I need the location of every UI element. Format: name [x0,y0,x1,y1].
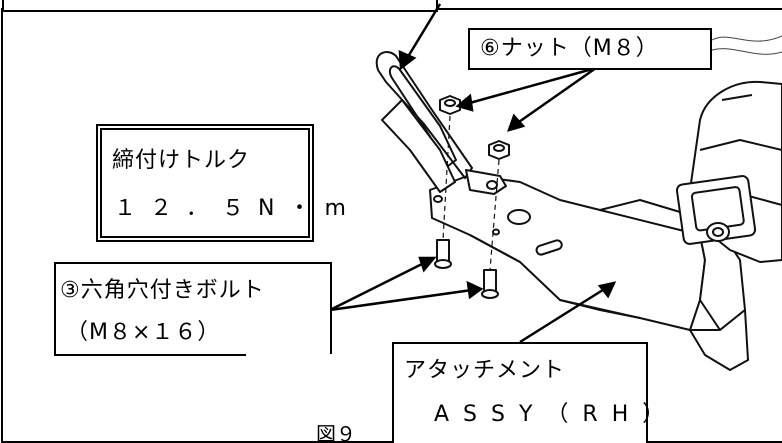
leader-top [404,3,442,61]
leader-bolt-a [329,260,427,312]
hook-handle-inner [388,65,457,167]
bolt-callout-size: （M８×１６） [66,320,221,345]
motor-bolt-head-inner [712,227,724,237]
leader-assy-head [597,281,617,299]
leader-nut-a-head [455,93,474,112]
top-callout-box-edge [2,0,438,12]
bolt-callout-name: ③六角穴付きボルト [60,278,265,303]
assy-callout: アタッチメント ASSY（RH） [392,342,664,443]
hook-tab [465,169,507,195]
leader-bolt-b [329,288,473,312]
nut-lower [488,140,510,160]
leader-nut-a [465,66,597,106]
assy-callout-name: アタッチメント [404,358,566,383]
torque-callout: 締付けトルク １２．５N・m [96,124,346,242]
leader-nut-b-head [507,113,526,132]
torque-callout-inner: 締付けトルク １２．５N・m [100,128,346,238]
axis-left [442,115,451,241]
bracket-end-flange [689,309,749,371]
hook-tab-hole [486,180,498,190]
bolt-left [434,239,452,269]
bolt-right [481,269,499,299]
torque-label: 締付けトルク [112,148,251,173]
leader-top-head [398,50,417,71]
bracket-plate [429,174,706,331]
nut-callout-text: ⑥ナット（M８） [480,36,659,61]
nut-callout: ⑥ナット（M８） [468,28,712,70]
leader-assy [519,286,607,344]
plate-hole-mid [492,228,500,236]
leader-nut-b [515,66,597,126]
motor-bolt-head [706,222,730,242]
leader-bolt-a-head [418,256,437,273]
figure-label: 図９ [316,422,356,443]
plate-hole-large [507,209,531,225]
plate-hole-left [433,195,443,203]
hook-body [381,99,456,193]
wire-line-2 [711,48,782,55]
nut-upper [439,95,461,115]
assy-callout-id: ASSY（RH） [434,402,679,427]
bolt-callout-cut [246,354,332,358]
axis-right [489,159,500,271]
leader-bolt-b-head [466,280,484,300]
wire-line-1 [711,35,782,42]
plate-slot [535,239,563,256]
bolt-callout: ③六角穴付きボルト （M８×１６） [54,262,332,356]
torque-value: １２．５N・m [114,196,360,221]
plate-fold-line [469,234,641,319]
